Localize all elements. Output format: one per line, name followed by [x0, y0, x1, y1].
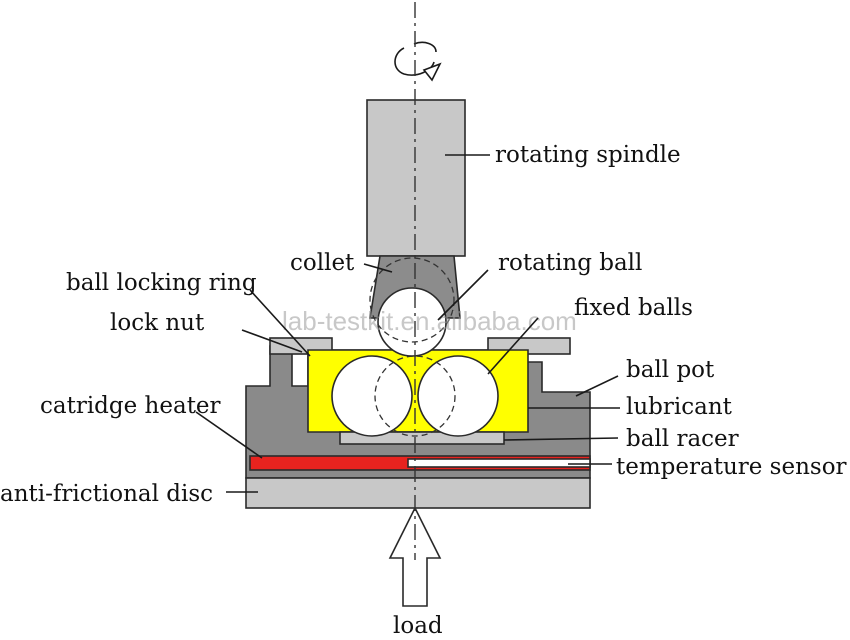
fixed-ball-back [374, 355, 456, 437]
label-load: load [393, 613, 443, 639]
label-fixed-balls: fixed balls [574, 295, 693, 321]
anti-frictional-disc [245, 477, 591, 509]
rotation-arrow-icon [394, 41, 442, 82]
fixed-ball-left [331, 355, 413, 437]
label-ball-locking-ring: ball locking ring [66, 270, 257, 296]
label-anti-frictional-disc: anti-frictional disc [0, 481, 213, 507]
rotating-ball-hidden [369, 257, 455, 343]
label-ball-pot: ball pot [626, 357, 715, 383]
fixed-ball-right [417, 355, 499, 437]
label-ball-racer: ball racer [626, 426, 739, 452]
label-temperature-sensor: temperature sensor [616, 454, 847, 480]
temperature-sensor [407, 458, 591, 468]
label-rotating-ball: rotating ball [498, 250, 642, 276]
label-catridge-heater: catridge heater [40, 393, 221, 419]
label-collet: collet [290, 250, 355, 276]
label-rotating-spindle: rotating spindle [495, 142, 681, 168]
watermark: lab-testkit.en.alibaba.com [282, 306, 577, 336]
label-lubricant: lubricant [626, 394, 733, 420]
label-lock-nut: lock nut [110, 310, 205, 336]
leader-lines [195, 154, 620, 493]
rotating-spindle [366, 99, 466, 257]
